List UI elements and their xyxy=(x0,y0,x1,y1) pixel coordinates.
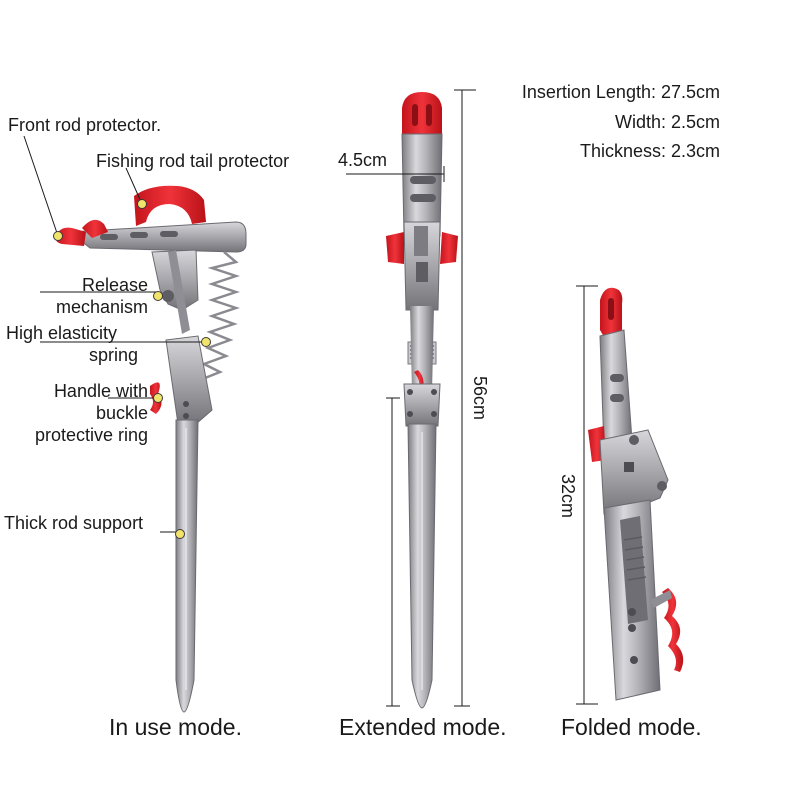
dimension-tube-width: 4.5cm xyxy=(338,150,388,170)
dimension-folded-length: 32cm xyxy=(558,474,578,519)
spec-thickness: Thickness: 2.3cm xyxy=(579,141,720,161)
label-handle-line2: buckle xyxy=(95,403,148,423)
callout-lines xyxy=(23,135,206,533)
spec-width: Width: 2.5cm xyxy=(614,112,720,132)
caption-in-use-mode: In use mode. xyxy=(109,714,242,740)
label-release-line2: mechanism xyxy=(55,297,148,317)
spec-insertion-length: Insertion Length: 27.5cm xyxy=(521,82,720,102)
extended-holder xyxy=(386,92,458,709)
spring-part xyxy=(199,251,240,382)
dimension-extended-length: 56cm xyxy=(470,376,490,421)
label-tail-protector: Fishing rod tail protector xyxy=(96,151,290,171)
folded-holder xyxy=(588,287,684,701)
extended-red-cap xyxy=(402,92,442,134)
folded-dimension-lines xyxy=(576,285,598,705)
tail-protector-part xyxy=(134,185,206,226)
label-front-rod-protector: Front rod protector. xyxy=(8,115,162,135)
label-rod-support: Thick rod support xyxy=(4,513,144,533)
front-rod-protector-part xyxy=(55,227,86,246)
thick-rod-support-part xyxy=(175,419,199,713)
caption-folded-mode: Folded mode. xyxy=(561,714,702,740)
in-use-holder xyxy=(55,185,247,713)
label-spring-line1: High elasticity xyxy=(6,323,118,343)
label-spring-line2: spring xyxy=(88,345,138,365)
label-release-line1: Release xyxy=(81,275,148,295)
label-handle-line1: Handle with xyxy=(53,381,148,401)
caption-extended-mode: Extended mode. xyxy=(339,714,507,740)
label-handle-line3: protective ring xyxy=(34,425,148,445)
callout-dots xyxy=(53,199,211,539)
extended-dimension-lines xyxy=(346,89,476,707)
